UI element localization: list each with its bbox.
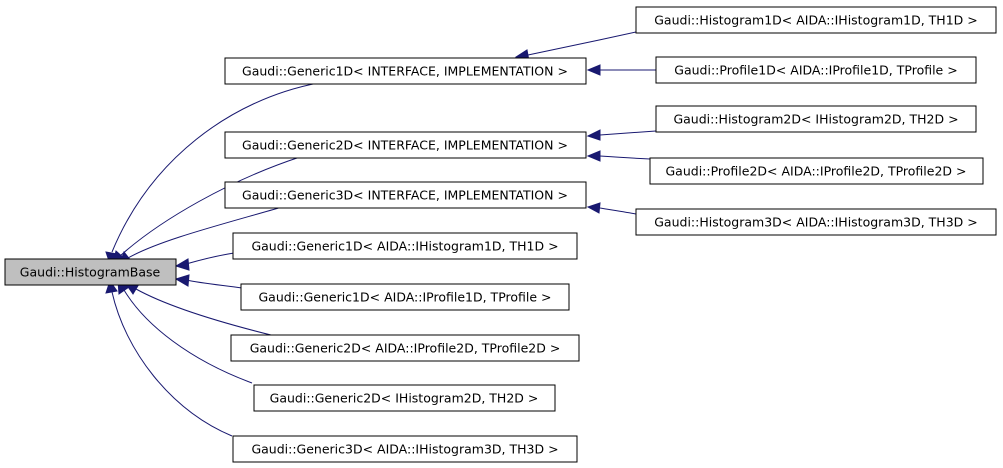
node-histogram3d[interactable]: Gaudi::Histogram3D< AIDA::IHistogram3D, … — [635, 208, 997, 236]
node-label: Gaudi::Generic1D< AIDA::IHistogram1D, TH… — [251, 239, 558, 254]
node-generic1d-iprofile1d-tprofile[interactable]: Gaudi::Generic1D< AIDA::IProfile1D, TPro… — [240, 283, 570, 311]
node-histogram2d[interactable]: Gaudi::Histogram2D< IHistogram2D, TH2D > — [655, 105, 977, 133]
node-generic2d-iprofile2d-tprofile2d[interactable]: Gaudi::Generic2D< AIDA::IProfile2D, TPro… — [230, 334, 580, 362]
edge-generic3d-iface-to-histogram-base — [127, 206, 283, 259]
node-generic3d-ihistogram3d-th3d[interactable]: Gaudi::Generic3D< AIDA::IHistogram3D, TH… — [232, 435, 578, 463]
node-label: Gaudi::HistogramBase — [20, 265, 161, 280]
edge-generic1d-prof-to-histogram-base — [185, 279, 243, 289]
node-label: Gaudi::Histogram3D< AIDA::IHistogram3D, … — [654, 215, 977, 230]
node-label: Gaudi::Generic2D< INTERFACE, IMPLEMENTAT… — [242, 138, 568, 153]
arrowhead-generic1d-prof — [174, 274, 190, 287]
edge-histogram3d-to-generic3d-iface — [599, 207, 637, 215]
node-label: Gaudi::Generic1D< INTERFACE, IMPLEMENTAT… — [242, 64, 568, 79]
node-generic2d-interface-implementation[interactable]: Gaudi::Generic2D< INTERFACE, IMPLEMENTAT… — [224, 131, 587, 159]
arrowhead-profile2d — [586, 150, 601, 162]
edge-profile2d-to-generic2d-iface — [599, 155, 651, 160]
edge-generic3d-h3d-to-histogram-base — [111, 291, 233, 437]
node-histogram1d[interactable]: Gaudi::Histogram1D< AIDA::IHistogram1D, … — [635, 6, 997, 34]
node-label: Gaudi::Generic3D< INTERFACE, IMPLEMENTAT… — [242, 188, 568, 203]
node-label: Gaudi::Generic1D< AIDA::IProfile1D, TPro… — [258, 290, 551, 305]
node-profile2d[interactable]: Gaudi::Profile2D< AIDA::IProfile2D, TPro… — [649, 157, 984, 185]
edge-generic2d-h2d-to-histogram-base — [123, 289, 253, 384]
node-label: Gaudi::Profile1D< AIDA::IProfile1D, TPro… — [674, 63, 957, 78]
node-profile1d[interactable]: Gaudi::Profile1D< AIDA::IProfile1D, TPro… — [655, 56, 977, 84]
arrowhead-histogram3d — [586, 202, 601, 214]
edge-layer — [111, 31, 657, 437]
node-label: Gaudi::Profile2D< AIDA::IProfile2D, TPro… — [666, 164, 967, 179]
edge-generic1d-iface-to-histogram-base — [111, 82, 319, 253]
edge-histogram2d-to-generic2d-iface — [599, 130, 657, 136]
edge-generic2d-iface-to-histogram-base — [119, 156, 301, 257]
node-label: Gaudi::Generic2D< AIDA::IProfile2D, TPro… — [250, 341, 561, 356]
arrowhead-histogram2d — [586, 129, 601, 141]
arrowhead-generic1d-h1d — [174, 258, 190, 271]
edge-generic1d-h1d-to-histogram-base — [185, 252, 235, 265]
node-generic1d-ihistogram1d-th1d[interactable]: Gaudi::Generic1D< AIDA::IHistogram1D, TH… — [232, 232, 578, 260]
arrowhead-generic3d-h3d — [105, 279, 118, 294]
edge-histogram1d-to-generic1d-iface — [527, 31, 637, 56]
node-label: Gaudi::Histogram1D< AIDA::IHistogram1D, … — [654, 13, 977, 28]
edge-generic2d-prof-to-histogram-base — [135, 288, 276, 337]
node-histogram-base[interactable]: Gaudi::HistogramBase — [4, 258, 177, 286]
node-label: Gaudi::Histogram2D< IHistogram2D, TH2D > — [673, 112, 958, 127]
node-generic2d-ihistogram2d-th2d[interactable]: Gaudi::Generic2D< IHistogram2D, TH2D > — [253, 384, 556, 412]
arrowhead-profile1d — [586, 64, 601, 76]
node-label: Gaudi::Generic3D< AIDA::IHistogram3D, TH… — [251, 442, 558, 457]
node-generic1d-interface-implementation[interactable]: Gaudi::Generic1D< INTERFACE, IMPLEMENTAT… — [224, 57, 587, 85]
node-generic3d-interface-implementation[interactable]: Gaudi::Generic3D< INTERFACE, IMPLEMENTAT… — [224, 181, 587, 209]
node-label: Gaudi::Generic2D< IHistogram2D, TH2D > — [270, 391, 539, 406]
